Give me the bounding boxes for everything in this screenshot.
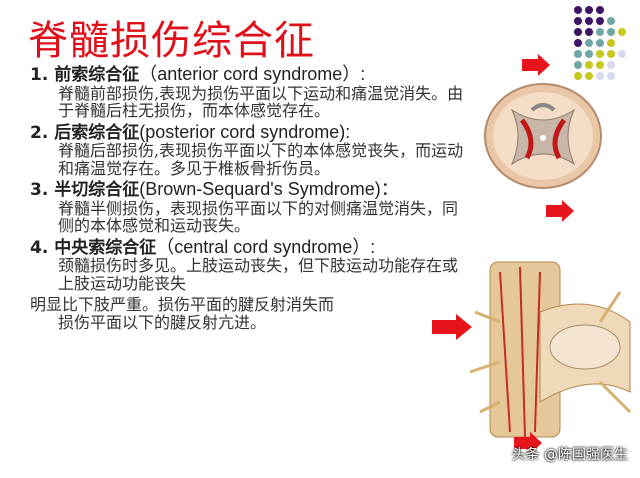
item-description: 脊髓后部损伤,表现损伤平面以下的本体感觉丧失，而运动和痛温觉存在。多见于椎板骨折… [58, 141, 464, 178]
list-item: 1. 前索综合征（anterior cord syndrome）: 脊髓前部损伤… [30, 64, 470, 120]
item-description: 脊髓半侧损伤，表现损伤平面以下的对侧痛温觉消失，同侧的本体感觉和运动丧失。 [58, 198, 459, 235]
red-arrow-icon [546, 200, 574, 222]
decorative-dot [574, 72, 582, 80]
decorative-dot [607, 50, 615, 58]
red-arrow-icon [522, 54, 550, 76]
decorative-dot [596, 28, 604, 36]
decorative-dot [596, 6, 604, 14]
decorative-dot [574, 39, 582, 47]
decorative-dot [574, 17, 582, 25]
continuation-text: 明显比下肢严重。损伤平面的腱反射消失而 损伤平面以下的腱反射亢进。 [30, 296, 470, 331]
spinal-cord-cross-section-image [484, 83, 602, 189]
decorative-dot [585, 61, 593, 69]
decorative-dot [618, 50, 626, 58]
item-english: （central cord syndrome）: [156, 236, 376, 257]
decorative-dot [574, 50, 582, 58]
decorative-dot [596, 72, 604, 80]
tail-line-2: 损伤平面以下的腱反射亢进。 [58, 312, 267, 332]
decorative-dot [574, 61, 582, 69]
item-english: （anterior cord syndrome）: [139, 64, 366, 84]
decorative-dot [596, 61, 604, 69]
slide-body: 1. 前索综合征（anterior cord syndrome）: 脊髓前部损伤… [30, 64, 470, 331]
decorative-dot [607, 72, 615, 80]
decorative-dot [585, 72, 593, 80]
item-name: 半切综合征 [54, 180, 140, 200]
decorative-dot [585, 28, 593, 36]
tail-line-1: 明显比下肢严重。损伤平面的腱反射消失而 [30, 295, 335, 314]
item-name: 前索综合征 [54, 65, 140, 85]
item-number: 2. [30, 122, 49, 143]
decorative-dot [596, 50, 604, 58]
list-item: 4. 中央索综合征（central cord syndrome）: 颈髓损伤时多… [30, 236, 470, 293]
item-english: (posterior cord syndrome): [139, 121, 351, 142]
decorative-dot [574, 28, 582, 36]
item-description: 颈髓损伤时多见。上肢运动丧失，但下肢运动功能存在或上肢运动功能丧失 [58, 256, 459, 293]
decorative-dot [607, 28, 615, 36]
decorative-dot [585, 17, 593, 25]
decorative-dot [618, 28, 626, 36]
decorative-dot [607, 17, 615, 25]
list-item: 2. 后索综合征(posterior cord syndrome): 脊髓后部损… [30, 121, 470, 178]
decorative-dot [585, 39, 593, 47]
decorative-dot [585, 50, 593, 58]
item-number: 3. [30, 180, 49, 200]
list-item: 3. 半切综合征(Brown-Sequard's Symdrome)： 脊髓半侧… [30, 179, 470, 235]
item-description: 脊髓前部损伤,表现为损伤平面以下运动和痛温觉消失。由于脊髓后柱无损伤，而本体感觉… [58, 83, 464, 120]
item-english: (Brown-Sequard's Symdrome)： [139, 179, 399, 199]
decorative-dot [585, 6, 593, 14]
decorative-dot [596, 17, 604, 25]
item-number: 4. [30, 237, 49, 258]
watermark: 头条 @陈国强医生 [511, 447, 628, 463]
decorative-dot [607, 61, 615, 69]
red-arrow-icon [432, 314, 472, 340]
spinal-cord-longitudinal-image [470, 261, 632, 438]
item-number: 1. [30, 65, 49, 85]
red-arrow-icon [514, 432, 542, 454]
decorative-dot [596, 39, 604, 47]
item-name: 后索综合征 [54, 122, 140, 143]
decorative-dot [574, 6, 582, 14]
decorative-dot [607, 39, 615, 47]
slide-title: 脊髓损伤综合征 [28, 18, 315, 64]
item-name: 中央索综合征 [54, 237, 157, 258]
